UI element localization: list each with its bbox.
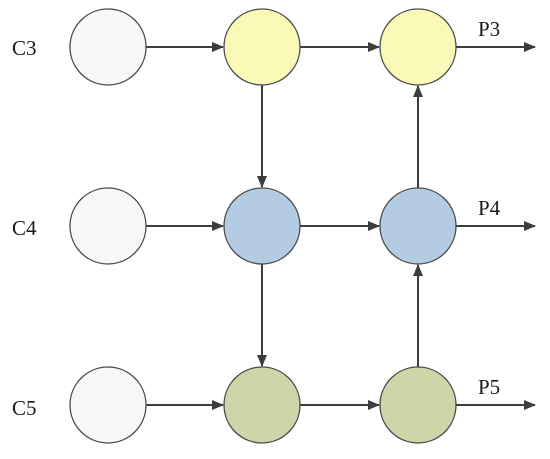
node-c3-input [69,8,147,86]
label-p4: P4 [478,196,501,220]
node-c3-mid [223,8,301,86]
edges-layer [146,42,536,410]
node-c4-input [69,187,147,265]
label-c3: C3 [12,36,37,60]
node-p4-node [379,187,457,265]
node-c5-input [69,366,147,444]
label-c4: C4 [12,216,37,240]
label-p5: P5 [478,375,500,399]
label-p3: P3 [478,17,500,41]
label-c5: C5 [12,396,37,420]
nodes-layer [69,8,457,444]
node-p3-node [379,8,457,86]
node-c4-mid [223,187,301,265]
node-c5-mid [223,366,301,444]
node-p5-node [379,366,457,444]
